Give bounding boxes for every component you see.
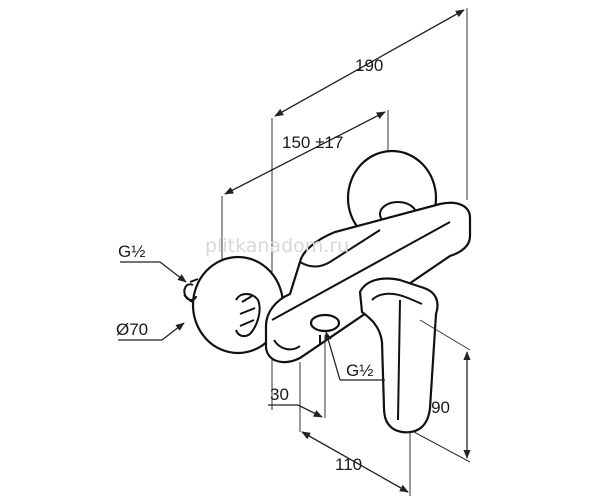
- outlet: [309, 313, 341, 345]
- inlet-thread-label: G½: [118, 242, 145, 261]
- dimension-150-label: 150 ±17: [282, 133, 343, 152]
- label-inlet-thread: G½: [118, 242, 187, 283]
- dimension-110: 110: [301, 431, 411, 496]
- lever-handle: [358, 277, 439, 434]
- rosette-diameter-label: Ø70: [116, 320, 148, 339]
- dimension-90-label: 90: [431, 398, 450, 417]
- dimension-30-label: 30: [270, 385, 289, 404]
- watermark: plitkanadom.ru: [205, 235, 349, 257]
- label-rosette-diameter: Ø70: [116, 320, 185, 341]
- dimension-90: 90: [413, 319, 471, 463]
- outlet-thread-label: G½: [346, 361, 373, 380]
- inlet-thread: [183, 278, 199, 303]
- dimension-190: 190: [271, 8, 468, 410]
- front-rosette: [191, 255, 285, 355]
- dimension-30: 30: [268, 335, 326, 432]
- label-outlet-thread: G½: [324, 331, 385, 381]
- dimension-110-label: 110: [335, 455, 362, 474]
- dimension-150: 150 ±17: [221, 110, 389, 260]
- dimension-190-label: 190: [355, 56, 383, 75]
